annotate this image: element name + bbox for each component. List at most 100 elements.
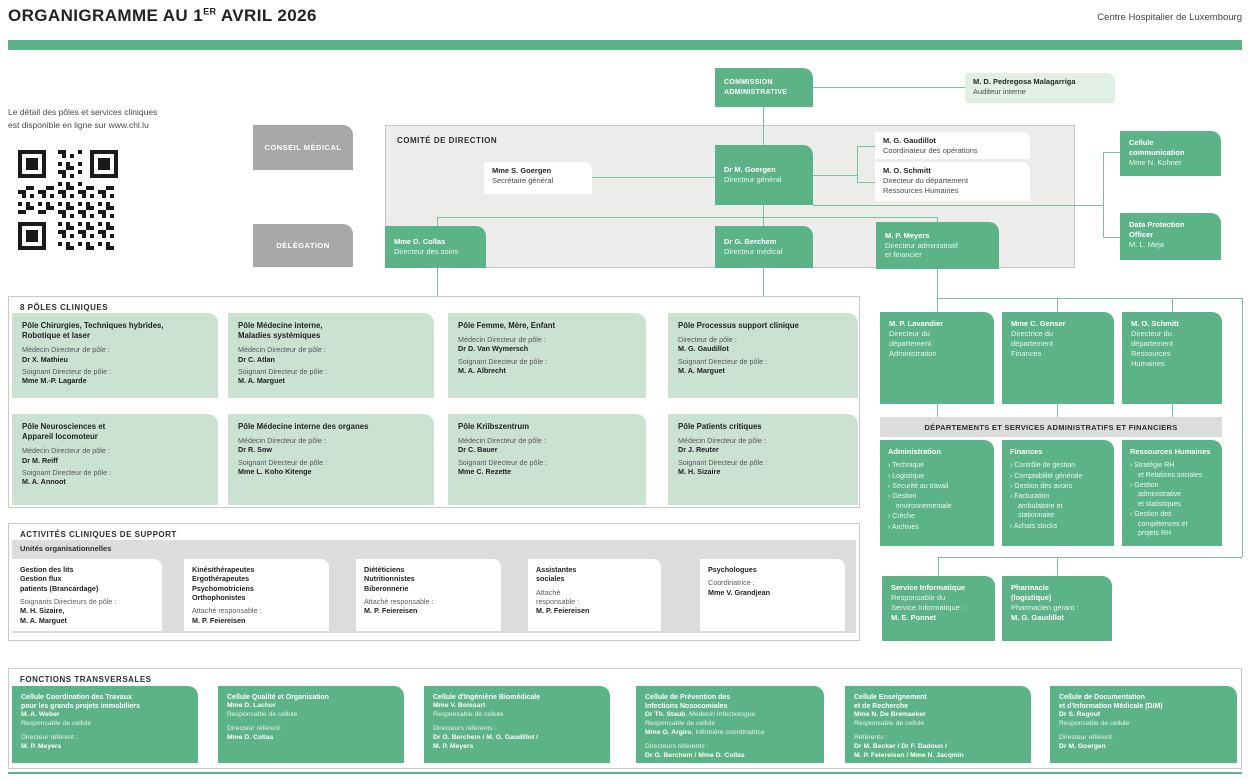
pole-box-medecine-interne-systemiques: Pôle Médecine interne, Maladies systémiq… <box>228 313 434 398</box>
pole-role-name: Dr D. Van Wymersch <box>458 344 529 354</box>
cell-person: Mme N. De Bremaeker <box>854 711 926 719</box>
services-title: Ressources Humaines <box>1130 447 1211 456</box>
cell-title: Cellule Coordination des Travaux pour le… <box>21 694 141 711</box>
service-item: Gestion administrative et statistiques <box>1130 481 1214 509</box>
brand-text: Centre Hospitalier de Luxembourg <box>1097 12 1242 23</box>
pole-title: Pôle Femme, Mère, Enfant <box>458 321 556 330</box>
pharmacy-role-label: Pharmacien gérant : <box>1011 602 1079 612</box>
medical-director-role: Directeur médical <box>724 247 783 256</box>
support-title: Diététiciens Nutritionnistes Biberonneri… <box>364 565 415 593</box>
connector-line <box>857 182 875 183</box>
qr-code <box>18 150 118 250</box>
title-suffix: AVRIL 2026 <box>216 6 317 25</box>
cell-ref-label: Directeur référent : <box>227 725 284 733</box>
cell-role: Responsable de cellule <box>227 711 298 719</box>
connector-line <box>1172 298 1173 312</box>
service-item: Stratégie RH et Relations sociales <box>1130 461 1214 480</box>
connector-line <box>437 268 438 296</box>
dept-director-role: Directrice du département Finances <box>1011 328 1054 358</box>
pole-role-name: Mme L. Koho Kitenge <box>238 467 312 477</box>
cell-ref-label: Référents : <box>854 734 888 742</box>
services-list: Stratégie RH et Relations sociales Gesti… <box>1130 461 1214 539</box>
pole-role-name: Dr C. Atlan <box>238 354 275 364</box>
connector-line <box>437 217 937 218</box>
service-item: Contrôle de gestion <box>1010 461 1106 470</box>
conseil-medical-label: CONSEIL MÉDICAL <box>253 125 353 170</box>
support-role-label: Attaché responsable : <box>536 587 580 607</box>
cell-refs: Dr M. Becker / Dr F. Dadoun / M. P. Feie… <box>854 743 964 760</box>
pole-role-label: Soignant Directeur de pôle : <box>238 366 328 376</box>
delegation-label: DÉLÉGATION <box>253 224 353 267</box>
pole-role-name: M. A. Albrecht <box>458 366 506 376</box>
comite-direction-label: COMITÉ DE DIRECTION <box>397 136 498 145</box>
medical-director-name: Dr G. Berchem <box>724 237 777 247</box>
secretary-role: Secrétaire général <box>492 175 554 185</box>
hr-services-box: Ressources Humaines Stratégie RH et Rela… <box>1122 440 1222 546</box>
cell-prevention-infections-box: Cellule de Prévention des Infections Nos… <box>636 686 824 763</box>
dept-director-name: M. O. Schmitt <box>1131 319 1179 328</box>
connector-line <box>1057 404 1058 417</box>
connector-line <box>857 146 875 147</box>
pole-box-processus-support: Pôle Processus support clinique Directeu… <box>668 313 858 398</box>
connector-line <box>857 146 858 183</box>
connector-line <box>938 557 939 576</box>
cell-title: Cellule de Prévention des Infections Nos… <box>645 694 731 711</box>
connector-line <box>763 217 764 226</box>
cell-title: Cellule d'Ingéniérie Biomédicale <box>433 694 541 701</box>
pole-role-label: Médecin Directeur de pôle : <box>458 335 546 345</box>
daf-name: M. P. Meyers <box>885 230 930 240</box>
dept-director-role: Directeur du département Administration <box>889 328 937 358</box>
care-director-role: Directeur des soins <box>394 247 459 256</box>
pole-title: Pôle Chirurgies, Techniques hybrides, Ro… <box>22 321 164 341</box>
title-prefix: ORGANIGRAMME AU 1 <box>8 6 204 25</box>
pole-title: Pôle Médecine interne, Maladies systémiq… <box>238 321 323 341</box>
pole-role-label: Médecin Directeur de pôle : <box>678 436 766 446</box>
support-title: Kinésithérapeutes Ergothérapeutes Psycho… <box>192 565 255 603</box>
cell-role: Responsable de cellule <box>645 720 716 728</box>
pole-title: Pôle Kriibszentrum <box>458 422 530 431</box>
service-item: Achats stocks <box>1010 522 1106 531</box>
page-title: ORGANIGRAMME AU 1ER AVRIL 2026 <box>8 6 317 26</box>
pole-title: Pôle Processus support clinique <box>678 321 799 330</box>
cell-refs: Dr G. Berchem / M. G. Gaudillot / M. P. … <box>433 734 538 751</box>
pole-role-name: Dr R. Sow <box>238 445 272 455</box>
auditor-name: M. D. Pedregosa Malagarriga <box>973 77 1076 86</box>
service-item: Logistique <box>888 472 986 481</box>
pole-role-name: Dr C. Bauer <box>458 445 498 455</box>
support-role-label: Attaché responsable : <box>192 606 262 616</box>
pole-role-label: Médecin Directeur de pôle : <box>238 436 326 446</box>
intro-note: Le détail des pôles et services clinique… <box>8 107 158 130</box>
pole-role-label: Médecin Directeur de pôle : <box>22 446 110 456</box>
cell-refs: Mme D. Collas <box>227 734 274 742</box>
service-item: Technique <box>888 461 986 470</box>
pole-role-label: Soignant Directeur de pôle : <box>678 457 768 467</box>
pole-role-name: M. G. Gaudillot <box>678 344 729 354</box>
it-title: Service Informatique <box>891 583 966 592</box>
services-title: Finances <box>1010 447 1043 456</box>
internal-auditor-box: M. D. Pedregosa Malagarriga Auditeur int… <box>965 73 1115 103</box>
cell-person-role: , Médecin Infectiologue <box>685 711 756 719</box>
dg-name: Dr M. Goergen <box>724 165 776 175</box>
support-role-label: Coordinatrice : <box>708 578 755 588</box>
support-box-psychologues: Psychologues Coordinatrice : Mme V. Gran… <box>700 559 845 631</box>
cell-refs: Dr M. Goergen <box>1059 743 1106 751</box>
connector-line <box>938 557 1242 558</box>
connector-line <box>763 205 764 217</box>
pole-role-label: Soignant Directeur de pôle : <box>458 457 548 467</box>
operations-coordinator-box: M. G. Gaudillot Coordinateur des opérati… <box>875 132 1030 159</box>
service-item: Archives <box>888 523 986 532</box>
pharmacy-person: M. G. Gaudillot <box>1011 612 1064 622</box>
header-rule <box>8 40 1242 50</box>
services-title: Administration <box>888 447 941 456</box>
connector-line <box>763 268 764 296</box>
admin-financial-director-box: M. P. Meyers Directeur administratif et … <box>876 222 999 269</box>
pole-role-name: M. A. Marguet <box>678 366 725 376</box>
coord-ops-name: M. G. Gaudillot <box>883 136 936 145</box>
cell-ingenierie-biomedicale-box: Cellule d'Ingéniérie Biomédicale Mme V. … <box>424 686 610 763</box>
support-box-gestion-lits: Gestion des lits Gestion flux patients (… <box>12 559 162 631</box>
connector-line <box>1242 298 1243 557</box>
pole-role-label: Médecin Directeur de pôle : <box>22 345 110 355</box>
connector-line <box>763 107 764 145</box>
pole-role-name: Dr J. Reuter <box>678 445 719 455</box>
